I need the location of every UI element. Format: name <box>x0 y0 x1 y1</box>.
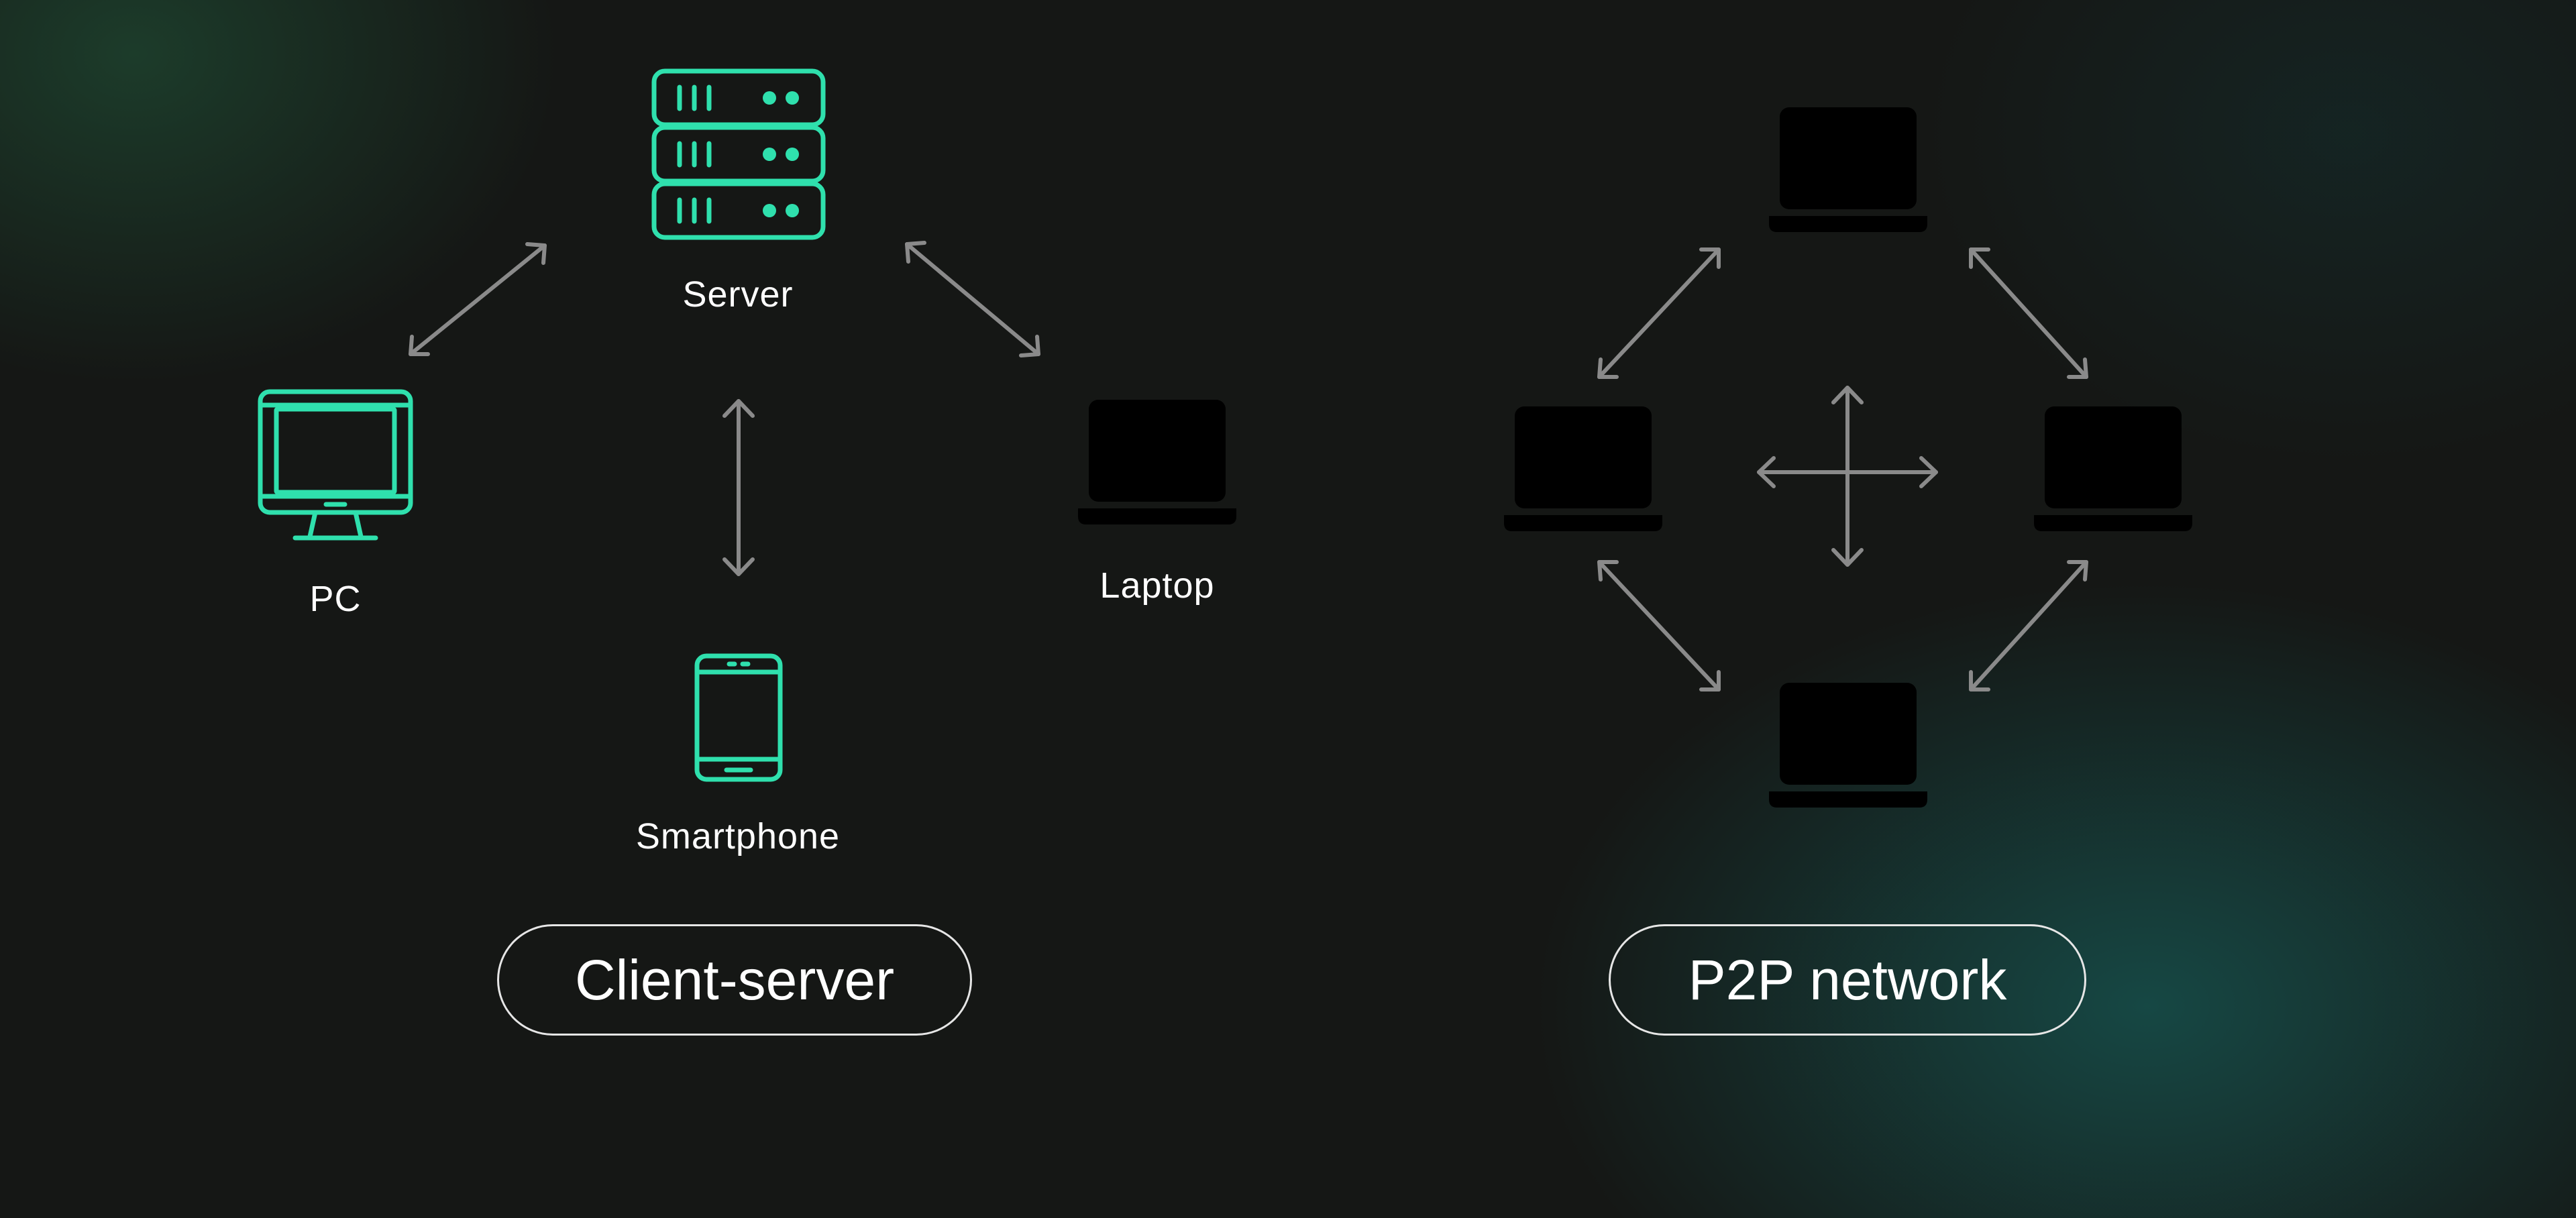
arrow-pc-server <box>409 242 547 356</box>
arrow-server-laptop <box>905 241 1040 357</box>
pc-label: PC <box>309 579 362 619</box>
client-server-caption: Client-server <box>497 924 972 1036</box>
laptop-bottom-icon <box>1769 683 1927 808</box>
arrow-bottom-right <box>1969 560 2088 691</box>
laptop-label: Laptop <box>1099 565 1215 606</box>
p2p-network-caption: P2P network <box>1609 924 2086 1036</box>
server-icon <box>651 68 826 240</box>
laptop-right-icon <box>2034 406 2192 531</box>
laptop-icon <box>1078 400 1236 524</box>
smartphone-icon <box>694 653 783 782</box>
arrow-left-bottom <box>1597 560 1721 691</box>
smartphone-label: Smartphone <box>635 816 841 856</box>
arrow-server-smartphone <box>722 399 755 576</box>
arrow-cross-center <box>1757 386 1938 567</box>
laptop-left-icon <box>1504 406 1662 531</box>
server-label: Server <box>682 274 794 315</box>
pc-monitor-icon <box>258 389 413 541</box>
laptop-top-icon <box>1769 107 1927 232</box>
arrow-left-top <box>1597 247 1721 379</box>
arrow-top-right <box>1969 247 2088 379</box>
